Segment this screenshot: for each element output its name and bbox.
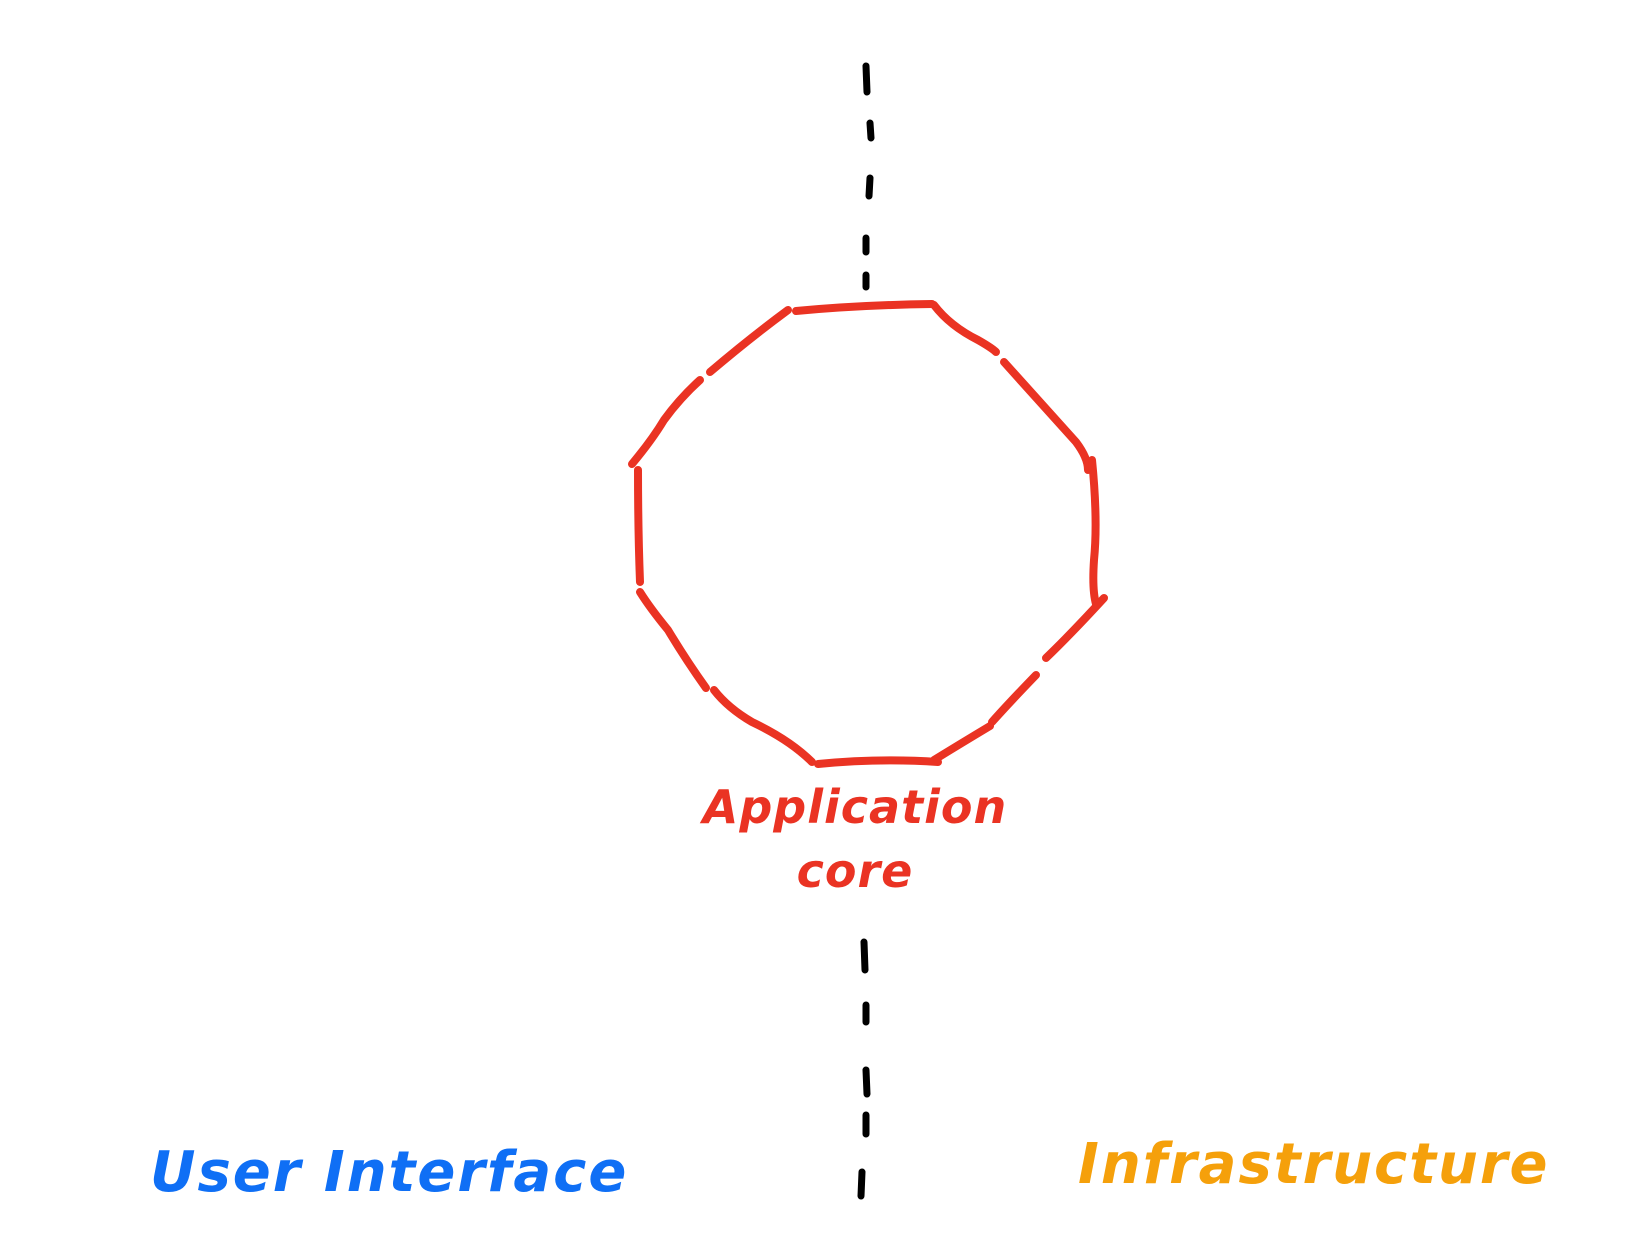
core-edge	[792, 300, 936, 315]
application-core-label: Application core	[620, 775, 1090, 903]
divider-dash	[862, 1066, 871, 1098]
divider-dash	[857, 1168, 866, 1200]
user-interface-label: User Interface	[150, 1140, 629, 1205]
core-edge	[634, 466, 644, 586]
core-edge	[1088, 456, 1100, 608]
divider-bottom	[857, 938, 871, 1200]
divider-dash	[866, 119, 875, 142]
core-edge	[1042, 594, 1108, 662]
core-edge	[706, 306, 792, 376]
divider-dash	[865, 174, 874, 200]
infrastructure-label: Infrastructure	[1078, 1132, 1550, 1197]
application-core-label-line1: Application	[702, 780, 1008, 834]
core-edge	[930, 722, 994, 764]
application-core-shape	[628, 300, 1108, 768]
core-edge	[988, 671, 1040, 726]
divider-dash	[860, 938, 869, 974]
application-core-label-line2: core	[796, 844, 914, 898]
core-edge	[710, 686, 816, 766]
core-edge	[636, 588, 710, 692]
core-edge	[930, 301, 1000, 356]
core-edge	[814, 756, 942, 768]
divider-top	[862, 62, 875, 291]
divider-dash	[862, 62, 871, 96]
core-edge	[628, 376, 704, 468]
core-edge	[1000, 358, 1092, 474]
